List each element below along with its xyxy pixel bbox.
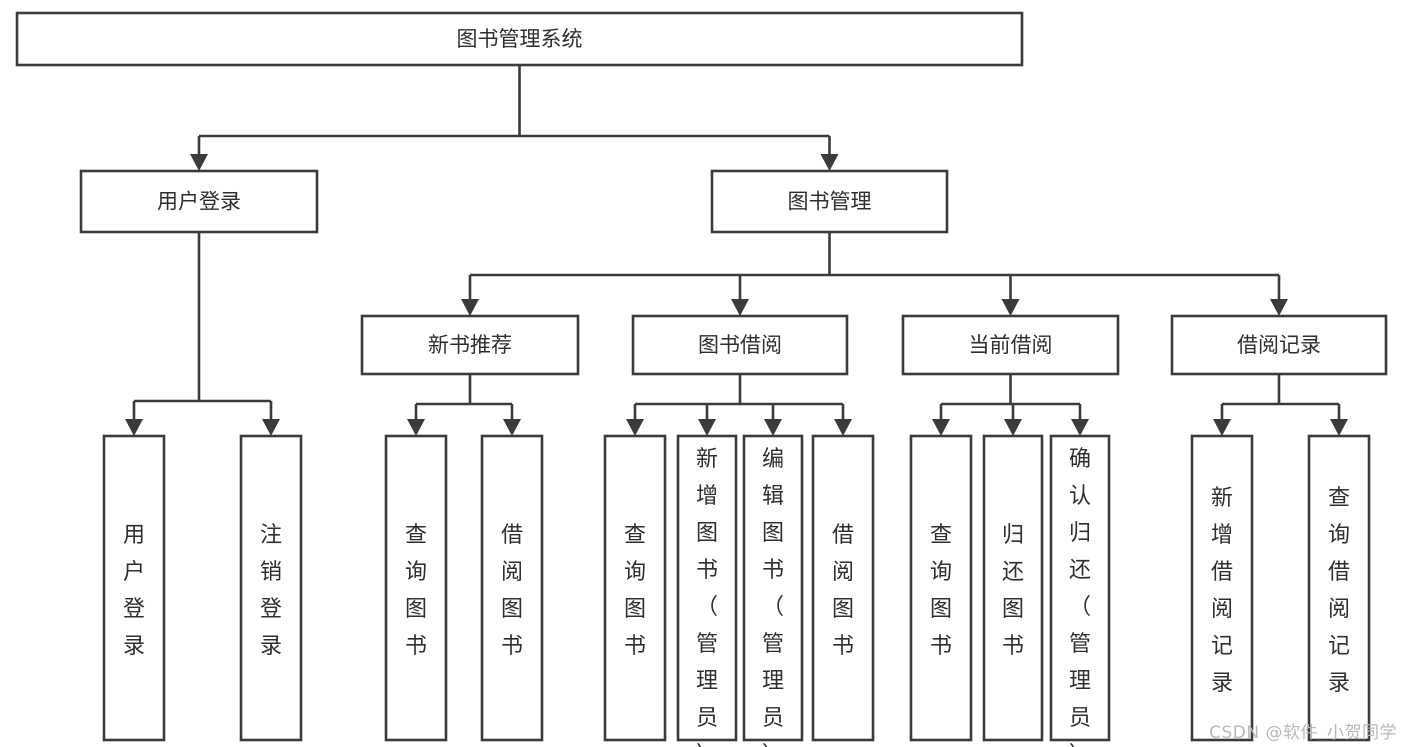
arrowhead-bm-2 [1001, 299, 1020, 316]
node-user-login[interactable]: 用户登录 [79, 169, 319, 234]
node-label-leaf-query-book-1: 查询图书 [405, 523, 427, 659]
node-leaf-add-record[interactable]: 新增借阅记录 [1190, 434, 1254, 742]
node-leaf-query-book-3[interactable]: 查询图书 [909, 434, 973, 742]
node-box-borrow-record[interactable] [1170, 314, 1388, 376]
arrowhead-leaf-current-borrow-1 [1004, 419, 1022, 436]
node-label-leaf-query-record: 查询借阅记录 [1328, 486, 1350, 696]
arrowhead-root-1 [820, 154, 839, 171]
node-box-leaf-query-book-3[interactable] [909, 434, 973, 742]
watermark: CSDN @软件_小贺同学 [1209, 723, 1397, 743]
node-label-current-borrow: 当前借阅 [969, 333, 1053, 357]
node-leaf-edit-book[interactable]: 编辑图书（管理员） [742, 434, 804, 747]
node-label-leaf-edit-book: 编辑图书（管理员） [762, 447, 784, 747]
node-box-leaf-borrow-book-1[interactable] [480, 434, 544, 742]
node-leaf-borrow-book-1[interactable]: 借阅图书 [480, 434, 544, 742]
arrowhead-leaf-current-borrow-0 [932, 419, 950, 436]
arrowhead-leaf-book-borrow-1 [698, 419, 716, 436]
node-box-leaf-add-record[interactable] [1190, 434, 1254, 742]
node-box-leaf-add-book[interactable] [676, 434, 738, 742]
node-root[interactable]: 图书管理系统 [15, 11, 1024, 67]
node-box-leaf-user-login[interactable] [102, 434, 166, 742]
node-label-leaf-borrow-book-1: 借阅图书 [501, 523, 523, 659]
node-leaf-add-book[interactable]: 新增图书（管理员） [676, 434, 738, 747]
connectors-layer [125, 65, 1348, 436]
arrowhead-leaf-new-book-rec-1 [503, 419, 521, 436]
node-leaf-query-book-2[interactable]: 查询图书 [603, 434, 667, 742]
node-box-leaf-logout[interactable] [239, 434, 303, 742]
arrowhead-leaf-borrow-record-1 [1330, 419, 1348, 436]
node-box-leaf-edit-book[interactable] [742, 434, 804, 742]
arrowhead-leaf-current-borrow-2 [1071, 419, 1089, 436]
arrowhead-leaf-borrow-record-0 [1213, 419, 1231, 436]
node-label-leaf-return-book: 归还图书 [1002, 523, 1024, 659]
arrowhead-leaf-book-borrow-3 [834, 419, 852, 436]
node-label-leaf-query-book-3: 查询图书 [930, 523, 952, 659]
node-leaf-confirm-return[interactable]: 确认归还（管理员） [1049, 434, 1111, 747]
node-label-leaf-query-book-2: 查询图书 [624, 523, 646, 659]
node-label-leaf-user-login: 用户登录 [123, 523, 145, 659]
node-label-leaf-logout: 注销登录 [260, 523, 282, 659]
arrowhead-bm-1 [731, 299, 749, 316]
node-book-borrow[interactable]: 图书借阅 [631, 314, 849, 376]
node-label-leaf-add-book: 新增图书（管理员） [696, 447, 718, 747]
node-box-leaf-borrow-book-2[interactable] [811, 434, 875, 742]
node-box-book-borrow[interactable] [631, 314, 849, 376]
node-box-root[interactable] [15, 11, 1024, 67]
arrowhead-bm-0 [461, 299, 479, 316]
node-leaf-return-book[interactable]: 归还图书 [982, 434, 1044, 742]
arrowhead-leaf-user-login-1 [262, 419, 280, 436]
node-label-user-login: 用户登录 [157, 190, 241, 214]
node-box-user-login[interactable] [79, 169, 319, 234]
node-leaf-user-login[interactable]: 用户登录 [102, 434, 166, 742]
node-new-book-rec[interactable]: 新书推荐 [360, 314, 580, 376]
node-box-book-manage[interactable] [710, 169, 949, 234]
node-current-borrow[interactable]: 当前借阅 [901, 314, 1120, 376]
node-leaf-borrow-book-2[interactable]: 借阅图书 [811, 434, 875, 742]
node-borrow-record[interactable]: 借阅记录 [1170, 314, 1388, 376]
arrowhead-leaf-book-borrow-0 [626, 419, 644, 436]
node-leaf-query-record[interactable]: 查询借阅记录 [1307, 434, 1371, 742]
node-box-new-book-rec[interactable] [360, 314, 580, 376]
node-box-leaf-query-book-1[interactable] [384, 434, 448, 742]
node-book-manage[interactable]: 图书管理 [710, 169, 949, 234]
node-box-leaf-return-book[interactable] [982, 434, 1044, 742]
node-label-leaf-add-record: 新增借阅记录 [1211, 486, 1233, 696]
arrowhead-leaf-new-book-rec-0 [407, 419, 425, 436]
node-box-leaf-query-record[interactable] [1307, 434, 1371, 742]
node-box-current-borrow[interactable] [901, 314, 1120, 376]
node-label-new-book-rec: 新书推荐 [428, 333, 512, 357]
node-leaf-query-book-1[interactable]: 查询图书 [384, 434, 448, 742]
node-box-leaf-confirm-return[interactable] [1049, 434, 1111, 742]
arrowhead-leaf-book-borrow-2 [764, 419, 782, 436]
node-box-leaf-query-book-2[interactable] [603, 434, 667, 742]
node-label-root: 图书管理系统 [457, 27, 583, 51]
arrowhead-bm-3 [1270, 299, 1288, 316]
node-label-borrow-record: 借阅记录 [1237, 333, 1321, 357]
arrowhead-leaf-user-login-0 [125, 419, 143, 436]
node-leaf-logout[interactable]: 注销登录 [239, 434, 303, 742]
node-label-leaf-borrow-book-2: 借阅图书 [832, 523, 854, 659]
arrowhead-root-0 [190, 154, 208, 171]
node-label-leaf-confirm-return: 确认归还（管理员） [1069, 447, 1091, 747]
node-label-book-manage: 图书管理 [788, 190, 872, 214]
nodes-layer: 图书管理系统用户登录图书管理新书推荐图书借阅当前借阅借阅记录用户登录注销登录查询… [15, 11, 1388, 747]
node-label-book-borrow: 图书借阅 [698, 333, 782, 357]
